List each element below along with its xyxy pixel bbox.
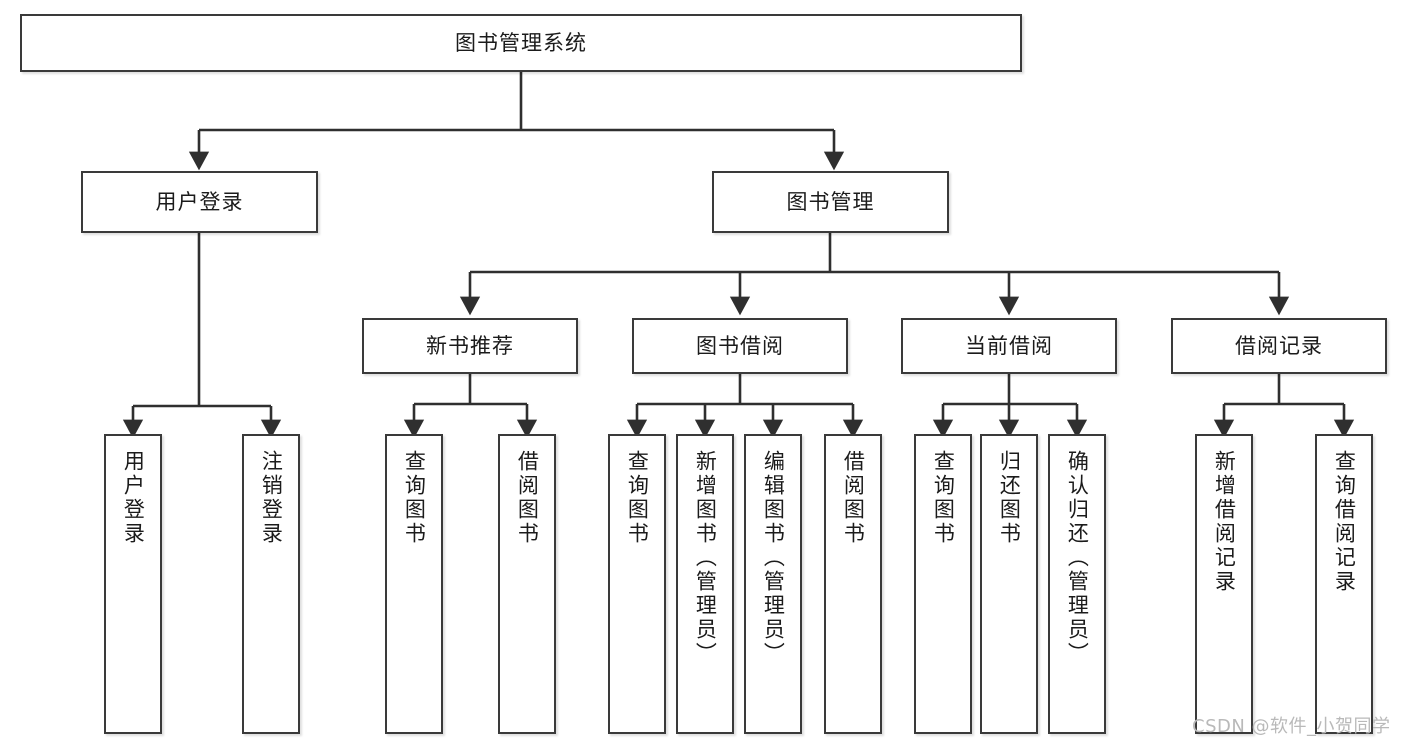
- node-label: 借阅图书: [515, 450, 540, 546]
- node-root-book-management-system[interactable]: 图书管理系统: [20, 14, 1022, 72]
- node-label: 查询图书: [931, 450, 956, 546]
- node-label: 借阅记录: [1235, 333, 1323, 358]
- node-user-login[interactable]: 用户登录: [81, 171, 318, 233]
- node-label: 新增借阅记录: [1212, 450, 1237, 594]
- node-label: 编辑图书（管理员）: [761, 450, 786, 666]
- node-label: 当前借阅: [965, 333, 1053, 358]
- leaf-record-add-borrow-record[interactable]: 新增借阅记录: [1195, 434, 1253, 734]
- leaf-user-logout[interactable]: 注销登录: [242, 434, 300, 734]
- leaf-current-confirm-return-admin[interactable]: 确认归还（管理员）: [1048, 434, 1106, 734]
- node-label: 查询借阅记录: [1332, 450, 1357, 594]
- node-label: 用户登录: [155, 189, 244, 214]
- node-label: 图书管理: [786, 189, 875, 214]
- leaf-borrow-borrow-book[interactable]: 借阅图书: [824, 434, 882, 734]
- node-label: 查询图书: [625, 450, 650, 546]
- node-label: 确认归还（管理员）: [1065, 450, 1090, 666]
- leaf-record-query-borrow-record[interactable]: 查询借阅记录: [1315, 434, 1373, 734]
- node-label: 归还图书: [997, 450, 1022, 546]
- node-new-book-recommend[interactable]: 新书推荐: [362, 318, 578, 374]
- node-borrow-record[interactable]: 借阅记录: [1171, 318, 1387, 374]
- leaf-borrow-query-book[interactable]: 查询图书: [608, 434, 666, 734]
- node-label: 图书借阅: [696, 333, 784, 358]
- leaf-recommend-query-book[interactable]: 查询图书: [385, 434, 443, 734]
- node-label: 借阅图书: [841, 450, 866, 546]
- node-label: 新书推荐: [426, 333, 514, 358]
- leaf-borrow-edit-book-admin[interactable]: 编辑图书（管理员）: [744, 434, 802, 734]
- leaf-user-login[interactable]: 用户登录: [104, 434, 162, 734]
- node-label: 注销登录: [259, 450, 284, 546]
- node-label: 图书管理系统: [455, 30, 587, 55]
- leaf-borrow-add-book-admin[interactable]: 新增图书（管理员）: [676, 434, 734, 734]
- node-label: 查询图书: [402, 450, 427, 546]
- node-book-borrow[interactable]: 图书借阅: [632, 318, 848, 374]
- leaf-current-return-book[interactable]: 归还图书: [980, 434, 1038, 734]
- node-label: 新增图书（管理员）: [693, 450, 718, 666]
- node-label: 用户登录: [121, 450, 146, 546]
- node-current-borrow[interactable]: 当前借阅: [901, 318, 1117, 374]
- leaf-recommend-borrow-book[interactable]: 借阅图书: [498, 434, 556, 734]
- leaf-current-query-book[interactable]: 查询图书: [914, 434, 972, 734]
- node-book-management[interactable]: 图书管理: [712, 171, 949, 233]
